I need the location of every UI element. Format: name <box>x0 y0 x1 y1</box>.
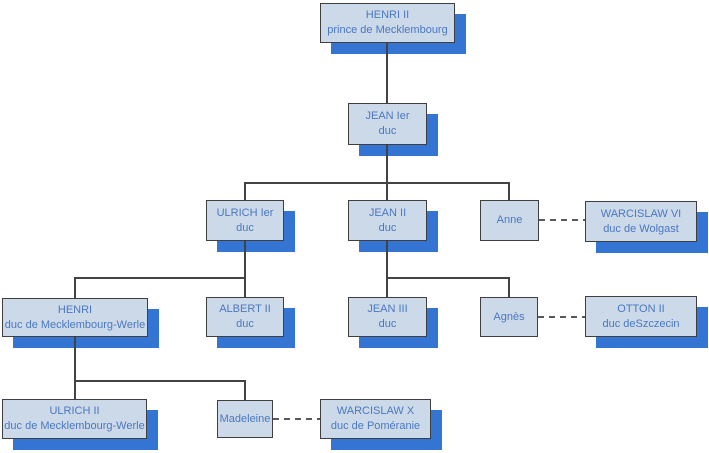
node-warcislaw-x: WARCISLAW X duc de Poméranie <box>320 399 431 439</box>
descent-connector-line <box>386 183 388 200</box>
descent-connector-line <box>386 277 510 279</box>
node-person-name: JEAN Ier <box>365 110 410 122</box>
descent-connector-line <box>508 278 510 297</box>
marriage-connector-line <box>273 418 320 420</box>
node-person-title: duc <box>378 221 397 234</box>
descent-connector-line <box>386 241 388 278</box>
node-person-title: prince de Mecklembourg <box>327 24 448 36</box>
node-henri: HENRI duc de Mecklembourg-Werle <box>2 298 148 337</box>
node-person-title: duc de Mecklembourg-Werle <box>4 420 145 432</box>
node-person-name: Anne <box>496 214 523 226</box>
node-person-title: duc <box>378 318 397 330</box>
descent-connector-line <box>244 381 246 400</box>
marriage-connector-line <box>538 316 585 318</box>
descent-connector-line <box>74 337 76 381</box>
node-ulrich-ii: ULRICH II duc de Mecklembourg-Werle <box>2 399 147 439</box>
descent-connector-line <box>74 381 76 399</box>
node-person-title: duc de Wolgast <box>603 222 679 235</box>
node-otton-ii: OTTON II duc deSzczecin <box>585 296 697 337</box>
node-warcislaw-vi: WARCISLAW VI duc de Wolgast <box>585 201 697 242</box>
node-person-name: ALBERT II <box>219 303 271 315</box>
node-ulrich-ier: ULRICH Ier duc <box>206 200 284 241</box>
descent-connector-line <box>244 278 246 297</box>
node-person-title: duc de Mecklembourg-Werle <box>4 318 146 331</box>
descent-connector-line <box>244 183 246 200</box>
node-jean-ier: JEAN Ier duc <box>348 103 427 145</box>
node-person-name: Agnès <box>493 310 525 323</box>
marriage-connector-line <box>539 219 585 221</box>
descent-connector-line <box>386 145 388 183</box>
descent-connector-line <box>386 278 388 297</box>
node-person-name: JEAN II <box>368 206 407 219</box>
node-agnes: Agnès <box>480 297 538 337</box>
node-person-name: ULRICH II <box>49 405 100 417</box>
node-jean-ii: JEAN II duc <box>348 200 427 241</box>
node-person-name: OTTON II <box>617 302 665 315</box>
node-madeleine: Madeleine <box>217 400 273 438</box>
descent-connector-line <box>74 278 76 298</box>
node-henri-ii: HENRI II prince de Mecklembourg <box>320 3 455 43</box>
node-person-title: duc de Poméranie <box>330 420 421 432</box>
node-person-name: ULRICH Ier <box>216 206 274 219</box>
node-person-title: duc <box>236 221 254 234</box>
node-albert-ii: ALBERT II duc <box>206 297 284 337</box>
descent-connector-line <box>244 241 246 278</box>
descent-connector-line <box>244 182 510 184</box>
node-jean-iii: JEAN III duc <box>348 297 427 337</box>
node-person-name: WARCISLAW X <box>336 405 415 417</box>
descent-connector-line <box>74 380 246 382</box>
node-person-name: JEAN III <box>367 303 408 315</box>
node-person-title: duc deSzczecin <box>602 317 680 330</box>
node-person-title: duc <box>378 125 397 137</box>
node-person-name: Madeleine <box>219 412 271 425</box>
node-person-name: WARCISLAW VI <box>600 207 682 220</box>
descent-connector-line <box>386 43 388 103</box>
node-anne: Anne <box>480 200 539 241</box>
descent-connector-line <box>74 277 246 279</box>
descent-connector-line <box>508 183 510 200</box>
node-person-title: duc <box>236 318 254 330</box>
node-person-name: HENRI II <box>365 9 410 21</box>
node-person-name: HENRI <box>57 303 93 316</box>
